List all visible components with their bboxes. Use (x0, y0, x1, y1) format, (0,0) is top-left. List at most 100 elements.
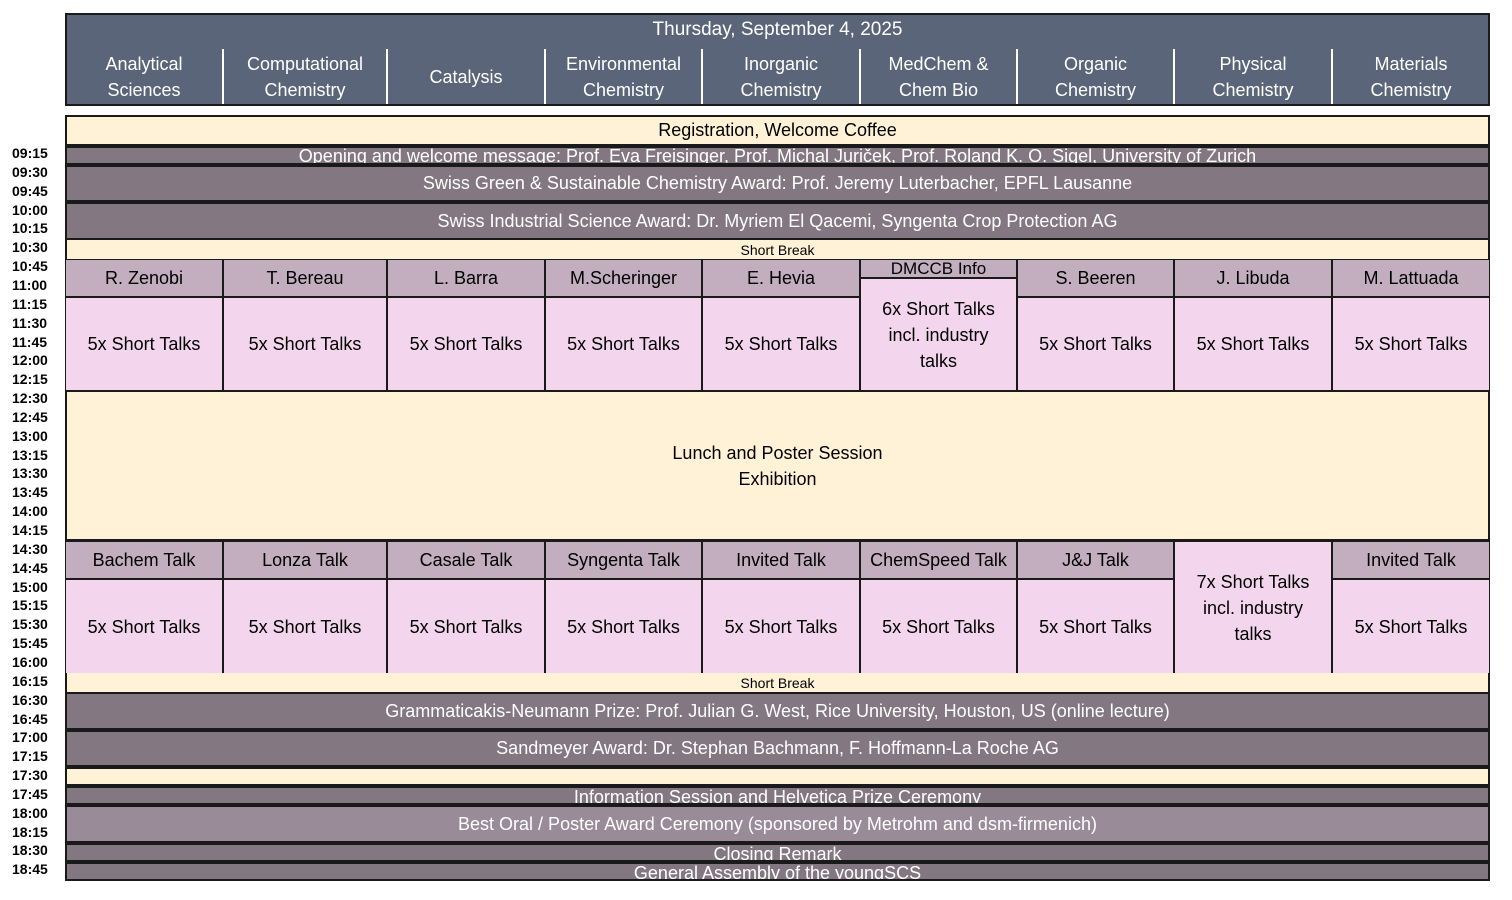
time-label: 17:15 (12, 748, 48, 765)
time-label: 18:30 (12, 842, 48, 859)
row-empty-1730 (65, 767, 1490, 786)
time-label: 16:30 (12, 691, 48, 708)
column-divider (544, 49, 546, 104)
time-label: 17:00 (12, 729, 48, 746)
morning-speaker: T. Bereau (223, 259, 387, 297)
morning-speaker: S. Beeren (1017, 259, 1174, 297)
afternoon-speaker: ChemSpeed Talk (860, 541, 1017, 579)
morning-speaker: M. Lattuada (1332, 259, 1490, 297)
row-industrial-award: Swiss Industrial Science Award: Dr. Myri… (65, 202, 1490, 240)
morning-talks: 5x Short Talks (223, 297, 387, 391)
morning-talks: 5x Short Talks (1174, 297, 1332, 391)
row-green-award: Swiss Green & Sustainable Chemistry Awar… (65, 165, 1490, 202)
time-label: 18:00 (12, 804, 48, 821)
time-label: 15:15 (12, 597, 48, 614)
column-divider (701, 49, 703, 104)
time-label: 12:00 (12, 352, 48, 369)
time-label: 14:45 (12, 559, 48, 576)
time-label: 10:00 (12, 201, 48, 218)
time-label: 14:30 (12, 540, 48, 557)
morning-talks: 6x Short Talks incl. industry talks (860, 278, 1017, 391)
afternoon-talks: 5x Short Talks (860, 579, 1017, 674)
column-header: Materials Chemistry (1370, 54, 1452, 100)
row-lunch: Lunch and Poster Session Exhibition (65, 390, 1490, 541)
time-label: 16:00 (12, 653, 48, 670)
column-header: Physical Chemistry (1212, 54, 1294, 100)
afternoon-talks: 7x Short Talks incl. industry talks (1174, 541, 1332, 674)
afternoon-speaker: Invited Talk (702, 541, 860, 579)
time-label: 15:00 (12, 578, 48, 595)
morning-talks: 5x Short Talks (65, 297, 223, 391)
time-label: 09:45 (12, 182, 48, 199)
column-header: Environmental Chemistry (565, 54, 682, 100)
time-label: 15:45 (12, 635, 48, 652)
morning-talks: 5x Short Talks (1017, 297, 1174, 391)
time-label: 09:30 (12, 163, 48, 180)
row-info-session: Information Session and Helvetica Prize … (65, 786, 1490, 805)
row-short-break-1: Short Break (65, 240, 1490, 259)
afternoon-talks: 5x Short Talks (387, 579, 545, 674)
afternoon-talks: 5x Short Talks (1332, 579, 1490, 674)
column-divider (1173, 49, 1175, 104)
time-label: 13:00 (12, 427, 48, 444)
column-divider (859, 49, 861, 104)
column-header: Inorganic Chemistry (740, 54, 822, 100)
afternoon-talks: 5x Short Talks (1017, 579, 1174, 674)
column-header: Catalysis (429, 67, 503, 87)
time-label: 13:15 (12, 446, 48, 463)
time-label: 14:00 (12, 503, 48, 520)
time-label: 16:15 (12, 672, 48, 689)
afternoon-talks: 5x Short Talks (702, 579, 860, 674)
time-label: 11:30 (12, 314, 48, 331)
row-sandmeyer: Sandmeyer Award: Dr. Stephan Bachmann, F… (65, 730, 1490, 767)
schedule-date: Thursday, September 4, 2025 (652, 19, 903, 40)
time-label: 16:45 (12, 710, 48, 727)
afternoon-speaker: Syngenta Talk (545, 541, 702, 579)
time-label: 10:15 (12, 220, 48, 237)
morning-talks: 5x Short Talks (1332, 297, 1490, 391)
column-divider (222, 49, 224, 104)
afternoon-speaker: Invited Talk (1332, 541, 1490, 579)
time-label: 09:15 (12, 145, 48, 161)
time-label: 10:30 (12, 239, 48, 256)
column-divider (386, 49, 388, 104)
morning-speaker: DMCCB Info (860, 259, 1017, 278)
morning-speaker: R. Zenobi (65, 259, 223, 297)
time-label: 12:30 (12, 390, 48, 407)
row-grammaticakis: Grammaticakis-Neumann Prize: Prof. Julia… (65, 692, 1490, 730)
morning-speaker: L. Barra (387, 259, 545, 297)
column-header: Organic Chemistry (1054, 54, 1136, 100)
time-label: 13:30 (12, 465, 48, 482)
morning-speaker: J. Libuda (1174, 259, 1332, 297)
afternoon-speaker: Lonza Talk (223, 541, 387, 579)
row-short-break-2: Short Break (65, 673, 1490, 692)
time-label: 13:45 (12, 484, 48, 501)
time-label: 11:15 (12, 295, 48, 312)
time-label: 17:45 (12, 785, 48, 802)
time-label: 11:00 (12, 276, 48, 293)
time-label: 17:30 (12, 767, 48, 784)
morning-speaker: M.Scheringer (545, 259, 702, 297)
afternoon-talks: 5x Short Talks (223, 579, 387, 674)
morning-speaker: E. Hevia (702, 259, 860, 297)
afternoon-speaker: J&J Talk (1017, 541, 1174, 579)
morning-talks: 5x Short Talks (387, 297, 545, 391)
afternoon-speaker: Casale Talk (387, 541, 545, 579)
time-label: 12:45 (12, 408, 48, 425)
row-general-assembly: General Assembly of the youngSCS (65, 862, 1490, 881)
morning-talks: 5x Short Talks (545, 297, 702, 391)
schedule-header (65, 13, 1490, 106)
time-label: 18:15 (12, 823, 48, 840)
column-header: MedChem & Chem Bio (888, 54, 989, 100)
time-label: 11:45 (12, 333, 48, 350)
row-opening: Opening and welcome message: Prof. Eva F… (65, 146, 1490, 165)
afternoon-talks: 5x Short Talks (545, 579, 702, 674)
column-divider (1331, 49, 1333, 104)
afternoon-talks: 5x Short Talks (65, 579, 223, 674)
row-registration: Registration, Welcome Coffee (65, 115, 1490, 146)
time-label: 18:45 (12, 861, 48, 878)
column-divider (1016, 49, 1018, 104)
time-label: 12:15 (12, 371, 48, 388)
row-best-oral: Best Oral / Poster Award Ceremony (spons… (65, 805, 1490, 843)
row-closing: Closing Remark (65, 843, 1490, 862)
